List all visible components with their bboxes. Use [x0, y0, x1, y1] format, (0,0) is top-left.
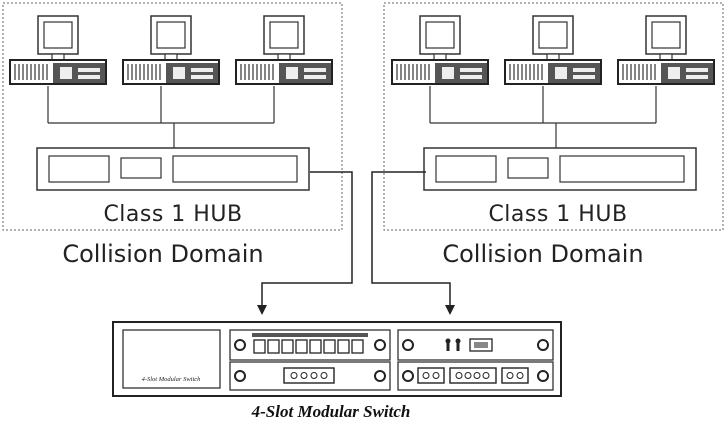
workstation-icon [10, 16, 106, 84]
collision-domain-label: Collision Domain [62, 240, 263, 268]
mounting-screw-icon [375, 371, 385, 381]
collision-domain-right: Class 1 HUB Collision Domain [384, 3, 723, 268]
mounting-screw-icon [375, 340, 385, 350]
workstation-icon [505, 16, 601, 84]
workstation-icon [123, 16, 219, 84]
hub-label: Class 1 HUB [488, 202, 627, 227]
fiber-port-icon [418, 368, 528, 383]
hub-chassis [424, 148, 696, 190]
switch-slot-1 [230, 330, 390, 360]
switch-caption: 4-Slot Modular Switch [251, 402, 411, 421]
uplink-right-cable [372, 172, 450, 310]
mounting-screw-icon [235, 371, 245, 381]
workstation-icon [236, 16, 332, 84]
collision-domain-label: Collision Domain [442, 240, 643, 268]
mounting-screw-icon [403, 340, 413, 350]
workstation-cabling [48, 86, 274, 148]
mounting-screw-icon [403, 371, 413, 381]
hub-chassis [37, 148, 309, 190]
uplink-left-cable [262, 172, 352, 310]
workstation-cabling [430, 86, 656, 148]
switch-faceplate-text: 4-Slot Modular Switch [142, 376, 201, 383]
switch-slot-4 [398, 362, 553, 390]
mounting-screw-icon [235, 340, 245, 350]
workstation-icon [392, 16, 488, 84]
hub-label: Class 1 HUB [103, 202, 242, 227]
workstation-icon [618, 16, 714, 84]
modular-switch: 4-Slot Modular Switch [113, 322, 561, 396]
mounting-screw-icon [538, 371, 548, 381]
switch-slot-2 [230, 362, 390, 390]
mounting-screw-icon [538, 340, 548, 350]
switch-slot-3 [398, 330, 553, 360]
collision-domain-left: Class 1 HUB Collision Domain [3, 3, 342, 268]
